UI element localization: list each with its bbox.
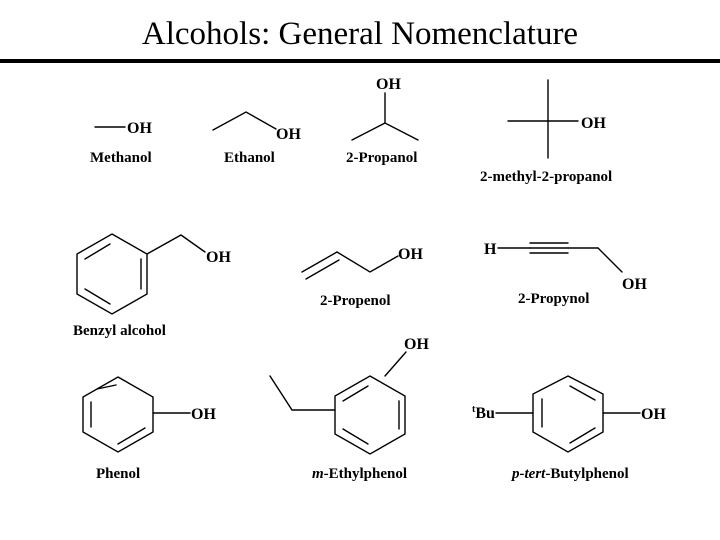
double-bond (84, 288, 111, 305)
compound-name-rest: -Ethylphenol (324, 466, 407, 482)
hydroxyl-label: OH (206, 249, 231, 266)
p-tert-butylphenol-structure: tBu OH p-tert-Butylphenol (472, 375, 666, 482)
benzene-ring (82, 376, 154, 453)
double-bond (96, 384, 117, 390)
double-bond (569, 385, 596, 401)
tert-butyl-text: Bu (475, 405, 495, 422)
compound-name-rest: -Butylphenol (545, 466, 628, 482)
compound-name: Ethanol (224, 150, 275, 166)
double-bond (305, 259, 340, 280)
compound-name: p-tert-Butylphenol (510, 466, 629, 482)
phenol-structure: OH Phenol (82, 376, 216, 482)
bond (146, 234, 206, 255)
bond (384, 351, 407, 377)
bond (351, 122, 419, 141)
bond (212, 111, 277, 131)
hydroxyl-label: OH (398, 246, 423, 263)
hydroxyl-label: OH (622, 276, 647, 293)
hydroxyl-label: OH (191, 406, 216, 423)
compound-name: 2-Propynol (518, 291, 589, 307)
compound-name-prefix: m (312, 466, 324, 482)
2-propanol-structure: OH 2-Propanol (346, 76, 419, 166)
tert-butyl-label: tBu (472, 404, 495, 422)
hydroxyl-label: OH (127, 120, 152, 137)
double-bond (117, 427, 146, 445)
benzene-ring (532, 375, 604, 453)
compound-name: Benzyl alcohol (73, 323, 166, 339)
tert-butyl-superscript: t (472, 404, 476, 415)
2-methyl-2-propanol-structure: OH 2-methyl-2-propanol (480, 79, 612, 185)
hydroxyl-label: OH (404, 336, 429, 353)
ethanol-structure: OH Ethanol (212, 111, 301, 166)
methanol-structure: OH Methanol (90, 120, 152, 166)
double-bond (84, 243, 111, 260)
bond (269, 375, 336, 411)
compound-name-prefix: p-tert (510, 466, 546, 482)
hydroxyl-label: OH (641, 406, 666, 423)
double-bond (342, 428, 369, 445)
double-bond (569, 427, 596, 444)
compound-name: 2-Propanol (346, 150, 417, 166)
compound-name: Phenol (96, 466, 140, 482)
benzene-ring (76, 233, 148, 315)
compound-name: 2-methyl-2-propanol (480, 169, 612, 185)
hydroxyl-label: OH (276, 126, 301, 143)
hydrogen-label: H (484, 241, 497, 258)
bond (597, 247, 623, 273)
benzyl-alcohol-structure: OH Benzyl alcohol (73, 233, 231, 339)
title-underline (0, 59, 720, 63)
compound-name: Methanol (90, 150, 152, 166)
2-propenol-structure: OH 2-Propenol (301, 246, 423, 309)
bond (336, 251, 399, 273)
compound-name: m-Ethylphenol (312, 466, 407, 482)
double-bond (342, 385, 369, 402)
hydroxyl-label: OH (581, 115, 606, 132)
m-ethylphenol-structure: OH m-Ethylphenol (269, 336, 429, 482)
compound-name: 2-Propenol (320, 293, 391, 309)
bond (301, 251, 338, 273)
benzene-ring (334, 375, 406, 455)
2-propynol-structure: H OH 2-Propynol (484, 241, 647, 307)
slide-title: Alcohols: General Nomenclature (141, 16, 579, 52)
hydroxyl-label: OH (376, 76, 401, 93)
